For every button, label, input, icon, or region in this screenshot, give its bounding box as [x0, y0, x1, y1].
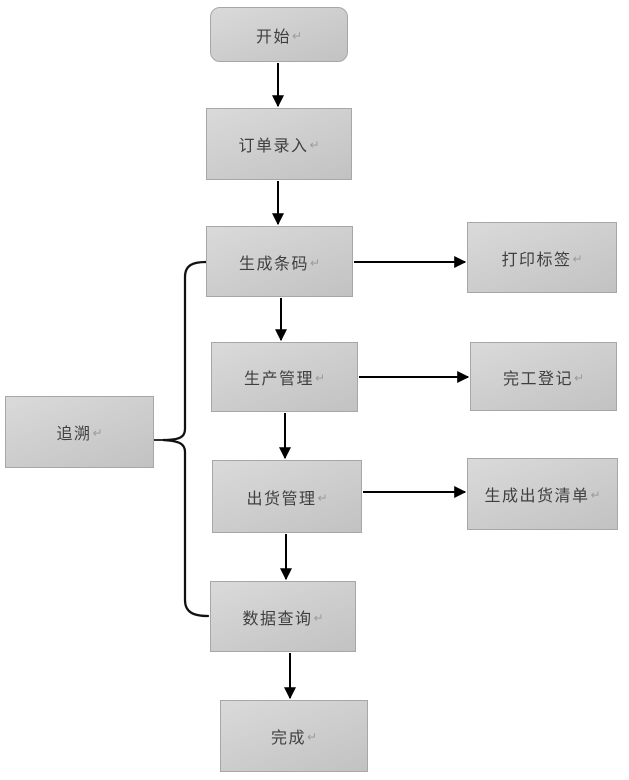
paragraph-return-mark: ↵	[309, 255, 321, 270]
node-production-management: 生产管理↵	[211, 342, 358, 412]
node-label: 生产管理	[243, 371, 314, 388]
paragraph-return-mark: ↵	[92, 426, 103, 440]
node-order-entry: 订单录入↵	[206, 108, 352, 180]
paragraph-return-mark: ↵	[573, 370, 585, 385]
node-completion-registration: 完工登记↵	[470, 342, 617, 411]
node-label: 生成条码	[238, 255, 309, 273]
paragraph-return-mark: ↵	[572, 251, 583, 266]
paragraph-return-mark: ↵	[313, 610, 324, 625]
node-label: 订单录入	[238, 138, 309, 155]
node-generate-shipping-list: 生成出货清单↵	[467, 458, 618, 530]
trace-brace	[162, 260, 210, 618]
node-shipping-management: 出货管理↵	[212, 460, 362, 533]
node-print-label: 打印标签↵	[467, 222, 617, 293]
paragraph-return-mark: ↵	[309, 138, 320, 152]
paragraph-return-mark: ↵	[314, 371, 326, 385]
paragraph-return-mark: ↵	[317, 490, 328, 505]
node-label: 数据查询	[242, 610, 313, 628]
node-label: 完工登记	[502, 370, 573, 388]
node-start: 开始↵	[210, 7, 348, 62]
paragraph-return-mark: ↵	[590, 488, 601, 502]
node-generate-barcode: 生成条码↵	[206, 226, 353, 297]
node-data-query: 数据查询↵	[210, 581, 356, 652]
node-label: 打印标签	[501, 251, 572, 269]
paragraph-return-mark: ↵	[306, 730, 318, 744]
node-finish: 完成↵	[220, 700, 368, 772]
node-label: 出货管理	[246, 490, 317, 508]
node-trace: 追溯↵	[5, 396, 154, 468]
node-label: 开始	[255, 28, 291, 46]
paragraph-return-mark: ↵	[291, 28, 303, 43]
node-label: 追溯	[56, 426, 92, 443]
node-label: 生成出货清单	[484, 488, 590, 505]
node-label: 完成	[270, 730, 306, 747]
